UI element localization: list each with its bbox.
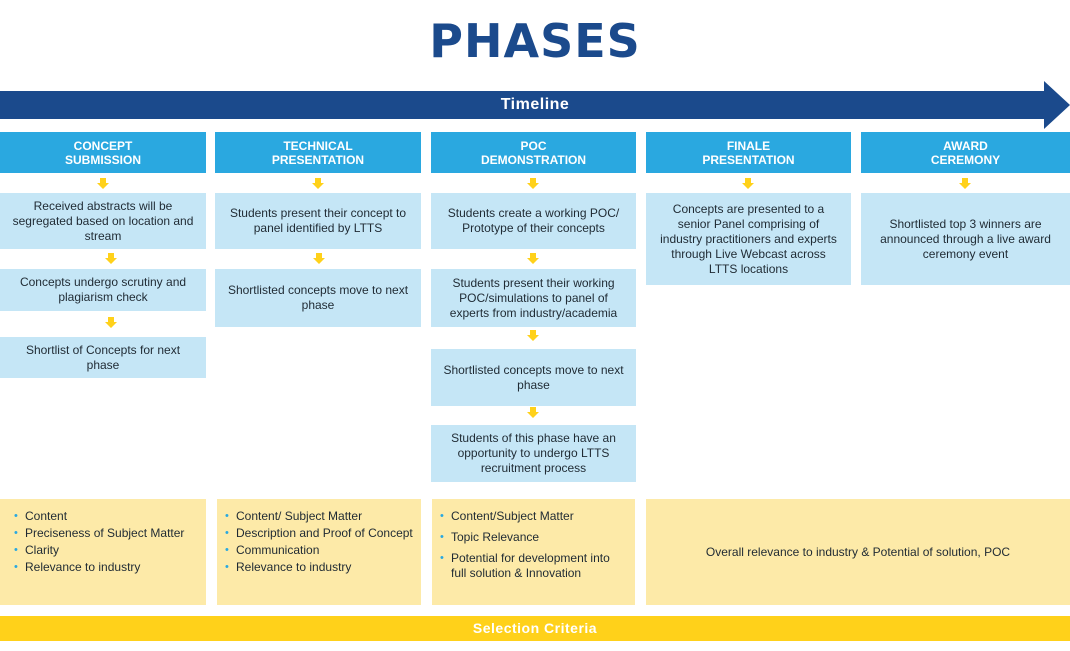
down-arrow-icon [527, 330, 539, 342]
phase-header-concept-submission: CONCEPT SUBMISSION [0, 132, 206, 173]
poc-demonstration-step-2: Students present their working POC/simul… [431, 269, 636, 327]
timeline-arrowhead-icon [1044, 81, 1070, 129]
criteria-item-text: Content/ Subject Matter [236, 509, 363, 523]
criteria-finale-and-award: Overall relevance to industry & Potentia… [646, 499, 1070, 605]
concept-submission-step-2: Concepts undergo scrutiny and plagiarism… [0, 269, 206, 311]
criteria-item-text: Description and Proof of Concept [236, 526, 413, 540]
bullet-icon: • [440, 510, 444, 522]
technical-presentation-step-1: Students present their concept to panel … [215, 193, 421, 249]
bullet-icon: • [14, 527, 18, 539]
phase-header-finale-presentation: FINALE PRESENTATION [646, 132, 851, 173]
criteria-item-text: Preciseness of Subject Matter [25, 526, 185, 540]
phase-header-technical-presentation: TECHNICAL PRESENTATION [215, 132, 421, 173]
down-arrow-icon [105, 317, 117, 329]
bullet-icon: • [14, 544, 18, 556]
criteria-item-text: Communication [236, 543, 320, 557]
down-arrow-icon [97, 178, 109, 190]
bullet-icon: • [225, 527, 229, 539]
down-arrow-icon [527, 178, 539, 190]
poc-demonstration-step-4: Students of this phase have an opportuni… [431, 425, 636, 482]
criteria-item: • Communication [225, 543, 413, 558]
down-arrow-icon [313, 253, 325, 265]
down-arrow-icon [742, 178, 754, 190]
criteria-item-text: Relevance to industry [25, 560, 141, 574]
criteria-item: • Content/Subject Matter [440, 509, 627, 524]
criteria-item: • Content [14, 509, 198, 524]
phase-header-poc-demonstration: POC DEMONSTRATION [431, 132, 636, 173]
criteria-item: • Topic Relevance [440, 530, 627, 545]
concept-submission-step-1: Received abstracts will be segregated ba… [0, 193, 206, 249]
criteria-item-text: Topic Relevance [451, 530, 540, 544]
criteria-item: • Clarity [14, 543, 198, 558]
poc-demonstration-step-1: Students create a working POC/ Prototype… [431, 193, 636, 249]
criteria-poc-demonstration: • Content/Subject Matter • Topic Relevance… [432, 499, 635, 605]
criteria-item-text: Potential for development into full solu… [451, 551, 610, 580]
criteria-item: • Relevance to industry [225, 560, 413, 575]
page-title: PHASES [429, 14, 641, 68]
bullet-icon: • [440, 531, 444, 543]
criteria-item-text: Clarity [25, 543, 60, 557]
criteria-technical-presentation: • Content/ Subject Matter • Description an… [217, 499, 421, 605]
bullet-icon: • [14, 510, 18, 522]
criteria-item: • Potential for development into full sol… [440, 551, 627, 581]
technical-presentation-step-2: Shortlisted concepts move to next phase [215, 269, 421, 327]
concept-submission-step-3: Shortlist of Concepts for next phase [0, 337, 206, 378]
bullet-icon: • [225, 544, 229, 556]
finale-presentation-step-1: Concepts are presented to a senior Panel… [646, 193, 851, 285]
selection-criteria-bar [0, 616, 1070, 641]
poc-demonstration-step-3: Shortlisted concepts move to next phase [431, 349, 636, 406]
down-arrow-icon [527, 407, 539, 419]
criteria-item: • Description and Proof of Concept [225, 526, 413, 541]
down-arrow-icon [312, 178, 324, 190]
timeline-label: Timeline [500, 96, 570, 113]
criteria-item-text: Relevance to industry [236, 560, 352, 574]
criteria-item: • Content/ Subject Matter [225, 509, 413, 524]
criteria-item: • Preciseness of Subject Matter [14, 526, 198, 541]
bullet-icon: • [225, 561, 229, 573]
down-arrow-icon [527, 253, 539, 265]
bullet-icon: • [440, 552, 444, 564]
bullet-icon: • [14, 561, 18, 573]
selection-criteria-label: Selection Criteria [472, 620, 598, 636]
criteria-concept-submission: •Content •Preciseness of Subject Matter … [0, 499, 206, 605]
down-arrow-icon [959, 178, 971, 190]
bullet-icon: • [225, 510, 229, 522]
down-arrow-icon [105, 253, 117, 265]
award-ceremony-step-1: Shortlisted top 3 winners are announced … [861, 193, 1070, 285]
phase-header-award-ceremony: AWARD CEREMONY [861, 132, 1070, 173]
criteria-item-text: Content/Subject Matter [451, 509, 574, 523]
timeline-bar [0, 91, 1048, 119]
criteria-item: • Relevance to industry [14, 560, 198, 575]
criteria-item-text: Content [25, 509, 68, 523]
